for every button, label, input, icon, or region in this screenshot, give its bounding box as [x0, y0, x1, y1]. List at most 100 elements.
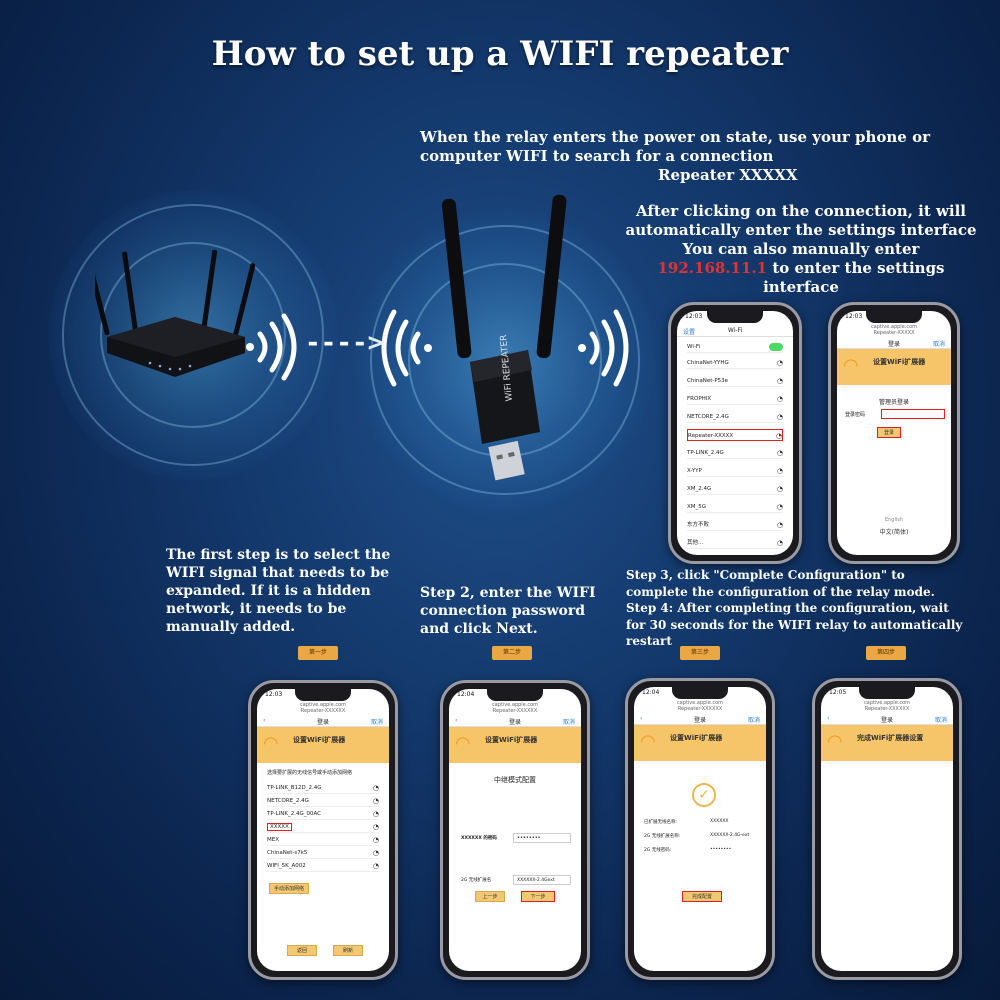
step1-line: expanded. If it is a hidden: [166, 583, 371, 599]
wifi-signal-icon: ◔: [372, 862, 379, 870]
intro-line-7: 192.168.11.1 to enter the settings: [657, 259, 945, 277]
wifi-network-item[interactable]: ChinaNet-YYHG◔: [687, 359, 783, 369]
step2-line: connection password: [420, 603, 586, 619]
back-button[interactable]: 返回: [287, 945, 317, 956]
wifi-icon: ◠: [827, 731, 843, 752]
wifi-signal-icon: ◔: [372, 784, 379, 792]
phone-wifi-list: 12:03 设置 Wi-Fi Wi-Fi ChinaNet-YYHG◔China…: [668, 302, 802, 564]
intro-line-2: computer WIFI to search for a connection: [420, 147, 774, 165]
wifi-signal-icon: ◔: [372, 849, 379, 857]
wifi-signal-icon: ◔: [775, 432, 782, 440]
intro-line-6: You can also manually enter: [682, 240, 920, 258]
wifi-icon: ◠: [455, 733, 471, 754]
wifi-signal-icon: ◔: [776, 485, 783, 493]
network-list-item[interactable]: XXXXX◔: [267, 822, 379, 833]
success-check-icon: ✓: [692, 783, 716, 807]
wifi-signal-icon: ◔: [776, 503, 783, 511]
wifi-network-item[interactable]: 其他...◔: [687, 539, 783, 549]
step1-line: The first step is to select the: [166, 547, 391, 563]
step34-line: restart: [626, 634, 672, 648]
network-list-item[interactable]: ChinaNet-s7k5◔: [267, 849, 379, 859]
router-ring-outer: [62, 204, 324, 466]
network-list-item[interactable]: TP-LINK_2.4G_00AC◔: [267, 810, 379, 820]
wifi-icon: ◠: [843, 355, 859, 376]
wifi-network-item[interactable]: TP-LINK_2.4G◔: [687, 449, 783, 459]
complete-config-button[interactable]: 完成配置: [682, 891, 722, 902]
step1-line: WIFI signal that needs to be: [166, 565, 390, 581]
wifi-signal-icon: ◔: [372, 823, 379, 831]
router-icon: [95, 249, 255, 377]
step34-line: for 30 seconds for the WIFI relay to aut…: [626, 617, 963, 632]
step1-line: network, it needs to be: [166, 601, 347, 617]
login-button[interactable]: 登录: [877, 427, 901, 438]
wifi-network-item[interactable]: X-YYP◔: [687, 467, 783, 477]
next-button[interactable]: 下一步: [521, 891, 555, 902]
previous-button[interactable]: 上一步: [475, 891, 505, 902]
wifi-network-item[interactable]: XM_5G◔: [687, 503, 783, 513]
back-icon[interactable]: ‹: [640, 715, 643, 722]
network-list-item[interactable]: WIFI_5K_A002◔: [267, 862, 379, 872]
back-icon[interactable]: ‹: [455, 717, 458, 724]
step34-text: Step 3, click "Complete Configuration" t…: [626, 567, 996, 650]
login-password-input[interactable]: [881, 409, 945, 419]
badge-step-2: 第二步: [492, 646, 532, 660]
wifi-network-item[interactable]: FROPHIX◔: [687, 395, 783, 405]
wifi-network-item[interactable]: NETCORE_2.4G◔: [687, 413, 783, 423]
badge-step-4: 第四步: [866, 646, 906, 660]
step34-line: Step 4: After completing the configurati…: [626, 601, 949, 615]
router-ring-inner: [100, 242, 286, 428]
wifi-signal-icon: ◔: [776, 377, 783, 385]
wifi-icon: ◠: [263, 733, 279, 754]
wifi-icon: ◠: [640, 731, 656, 752]
repeater-ring-outer: [370, 225, 640, 495]
ip-address: 192.168.11.1: [657, 259, 768, 277]
wifi-signal-icon: ◔: [776, 395, 783, 403]
wifi-signal-icon: ◔: [372, 797, 379, 805]
intro-line-8: interface: [763, 278, 839, 296]
back-icon[interactable]: ‹: [827, 715, 830, 722]
network-list-item[interactable]: TP-LINK_B12D_2.4G◔: [267, 784, 379, 794]
wifi-signal-icon: ◔: [776, 413, 783, 421]
router-wave-icon: [246, 313, 297, 381]
wifi-signal-icon: ◔: [776, 521, 783, 529]
step1-line: manually added.: [166, 619, 296, 635]
page-title: How to set up a WIFI repeater: [211, 34, 789, 74]
lang-english[interactable]: English: [884, 517, 904, 523]
repeater-wave-left-icon: [381, 309, 432, 387]
intro-line-4: After clicking on the connection, it wil…: [636, 202, 966, 220]
intro-text-2: After clicking on the connection, it wil…: [606, 202, 996, 297]
refresh-button[interactable]: 刷新: [333, 945, 363, 956]
step2-line: Step 2, enter the WIFI: [420, 585, 596, 601]
badge-step-3: 第三步: [680, 646, 720, 660]
network-list-item[interactable]: NETCORE_2.4G◔: [267, 797, 379, 807]
repeater-device-icon: WiFi REPEATER: [441, 194, 567, 481]
toggle-icon[interactable]: [769, 343, 783, 351]
step34-line: complete the configuration of the relay …: [626, 584, 935, 599]
wifi-network-item[interactable]: Repeater-XXXXX◔: [687, 429, 783, 441]
intro-line-3: Repeater XXXXX: [658, 166, 798, 184]
intro-line-5: automatically enter the settings interfa…: [625, 221, 977, 239]
wifi-signal-icon: ◔: [776, 359, 783, 367]
step2-text: Step 2, enter the WIFI connection passwor…: [420, 584, 620, 638]
wifi-toggle-row[interactable]: Wi-Fi: [687, 341, 783, 353]
password-input[interactable]: ••••••••: [513, 833, 571, 843]
intro-text: When the relay enters the power on state…: [420, 128, 995, 185]
repeater-wave-right-icon: [578, 309, 629, 387]
step34-line: Step 3, click "Complete Configuration" t…: [626, 568, 905, 582]
wifi-network-item[interactable]: ChinaNet-P53e◔: [687, 377, 783, 387]
back-button[interactable]: 设置: [683, 329, 696, 336]
network-list-item[interactable]: MEX◔: [267, 836, 379, 846]
wifi-signal-icon: ◔: [776, 467, 783, 475]
wifi-network-item[interactable]: 东方不败◔: [687, 521, 783, 531]
lang-chinese[interactable]: 中文(简体): [879, 529, 909, 536]
wifi-network-item[interactable]: XM_2.4G◔: [687, 485, 783, 495]
back-icon[interactable]: ‹: [263, 717, 266, 724]
manual-add-button[interactable]: 手动添加网络: [269, 883, 309, 894]
extension-name-input[interactable]: XXXXXX-2.4Gext: [513, 875, 571, 885]
